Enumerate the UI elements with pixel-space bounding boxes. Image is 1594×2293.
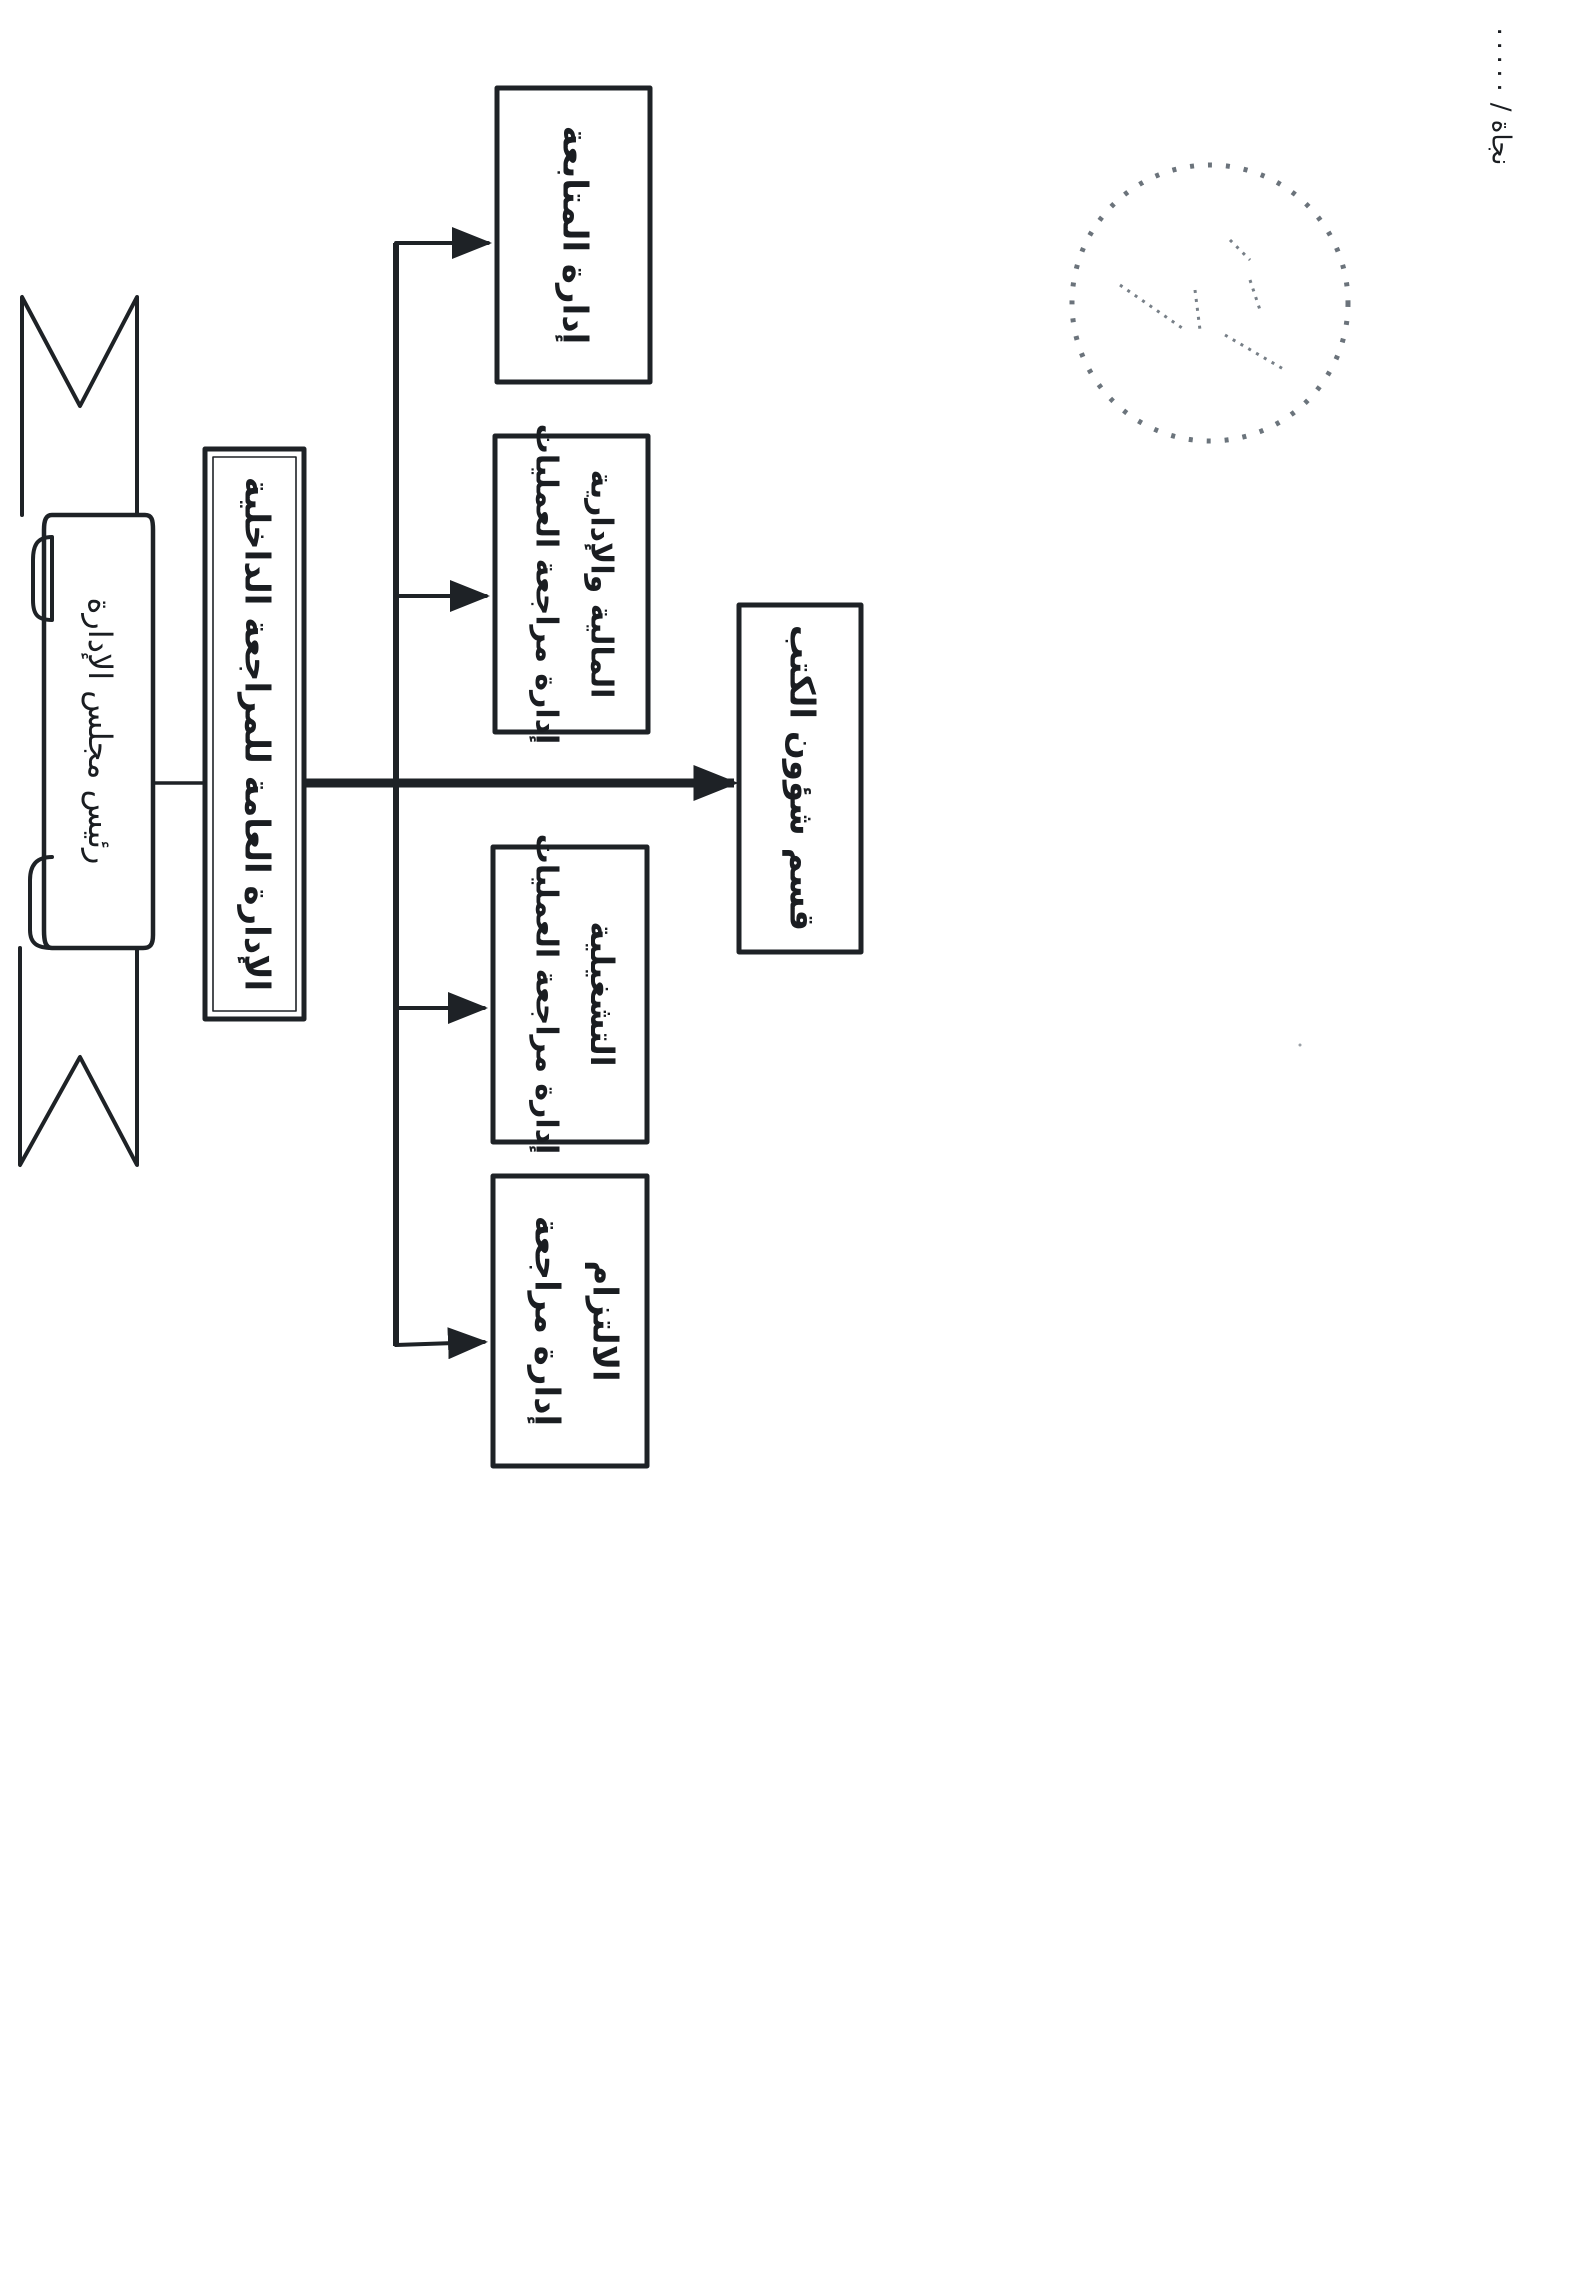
department-box-financial-admin-audit: إدارة مراجعة العمليات المالية والإدارية [492,424,651,745]
department-label-line-2: الالتزام [585,1260,625,1381]
seal-stamp-outer-ring [1069,162,1351,444]
department-box-border [490,844,650,1145]
department-label-line-1: إدارة مراجعة العمليات [529,424,564,745]
seal-stamp-signature [1119,238,1286,372]
main-box-label: الإدارة العامة للمراجعة الداخلية [237,477,277,991]
section-box-border [736,602,864,955]
seal-stamp [1069,162,1351,444]
board-chairman-banner: رئيس مجلس الإدارة [18,295,156,1167]
main-box-outer-border [202,446,307,1022]
reference-note: نجاة / ٠٠٠٠٠ [1486,25,1516,166]
department-box-border [492,433,651,735]
department-label-line-2: التشغيلية [583,921,621,1066]
books-affairs-label: قسم شؤون الكتب [782,625,822,931]
department-label-line-1: إدارة المتابعة [555,126,595,345]
arrow-to-compliance-audit [394,1327,488,1360]
department-label-line-1: إدارة مراجعة العمليات [529,834,564,1155]
department-box-follow-up: إدارة المتابعة [494,85,653,385]
department-box-operational-audit: إدارة مراجعة العمليات التشغيلية [490,834,650,1155]
scan-speck [1298,1043,1302,1047]
department-label-line-2: المالية والإدارية [584,470,619,699]
department-box-border [490,1173,650,1469]
banner-scroll-body [41,512,156,951]
banner-curl-bottom [28,855,54,950]
department-box-compliance-audit: إدارة مراجعة الالتزام [490,1173,650,1469]
books-affairs-section-box: قسم شؤون الكتب [736,602,864,955]
internal-audit-general-department-box: الإدارة العامة للمراجعة الداخلية [202,446,307,1022]
board-chairman-label: رئيس مجلس الإدارة [81,598,119,865]
banner-tail-top [20,295,139,517]
banner-tail-bottom [18,946,139,1167]
main-box-inner-border [212,456,297,1012]
department-box-border [494,85,653,385]
department-label-line-1: إدارة مراجعة [527,1216,567,1426]
